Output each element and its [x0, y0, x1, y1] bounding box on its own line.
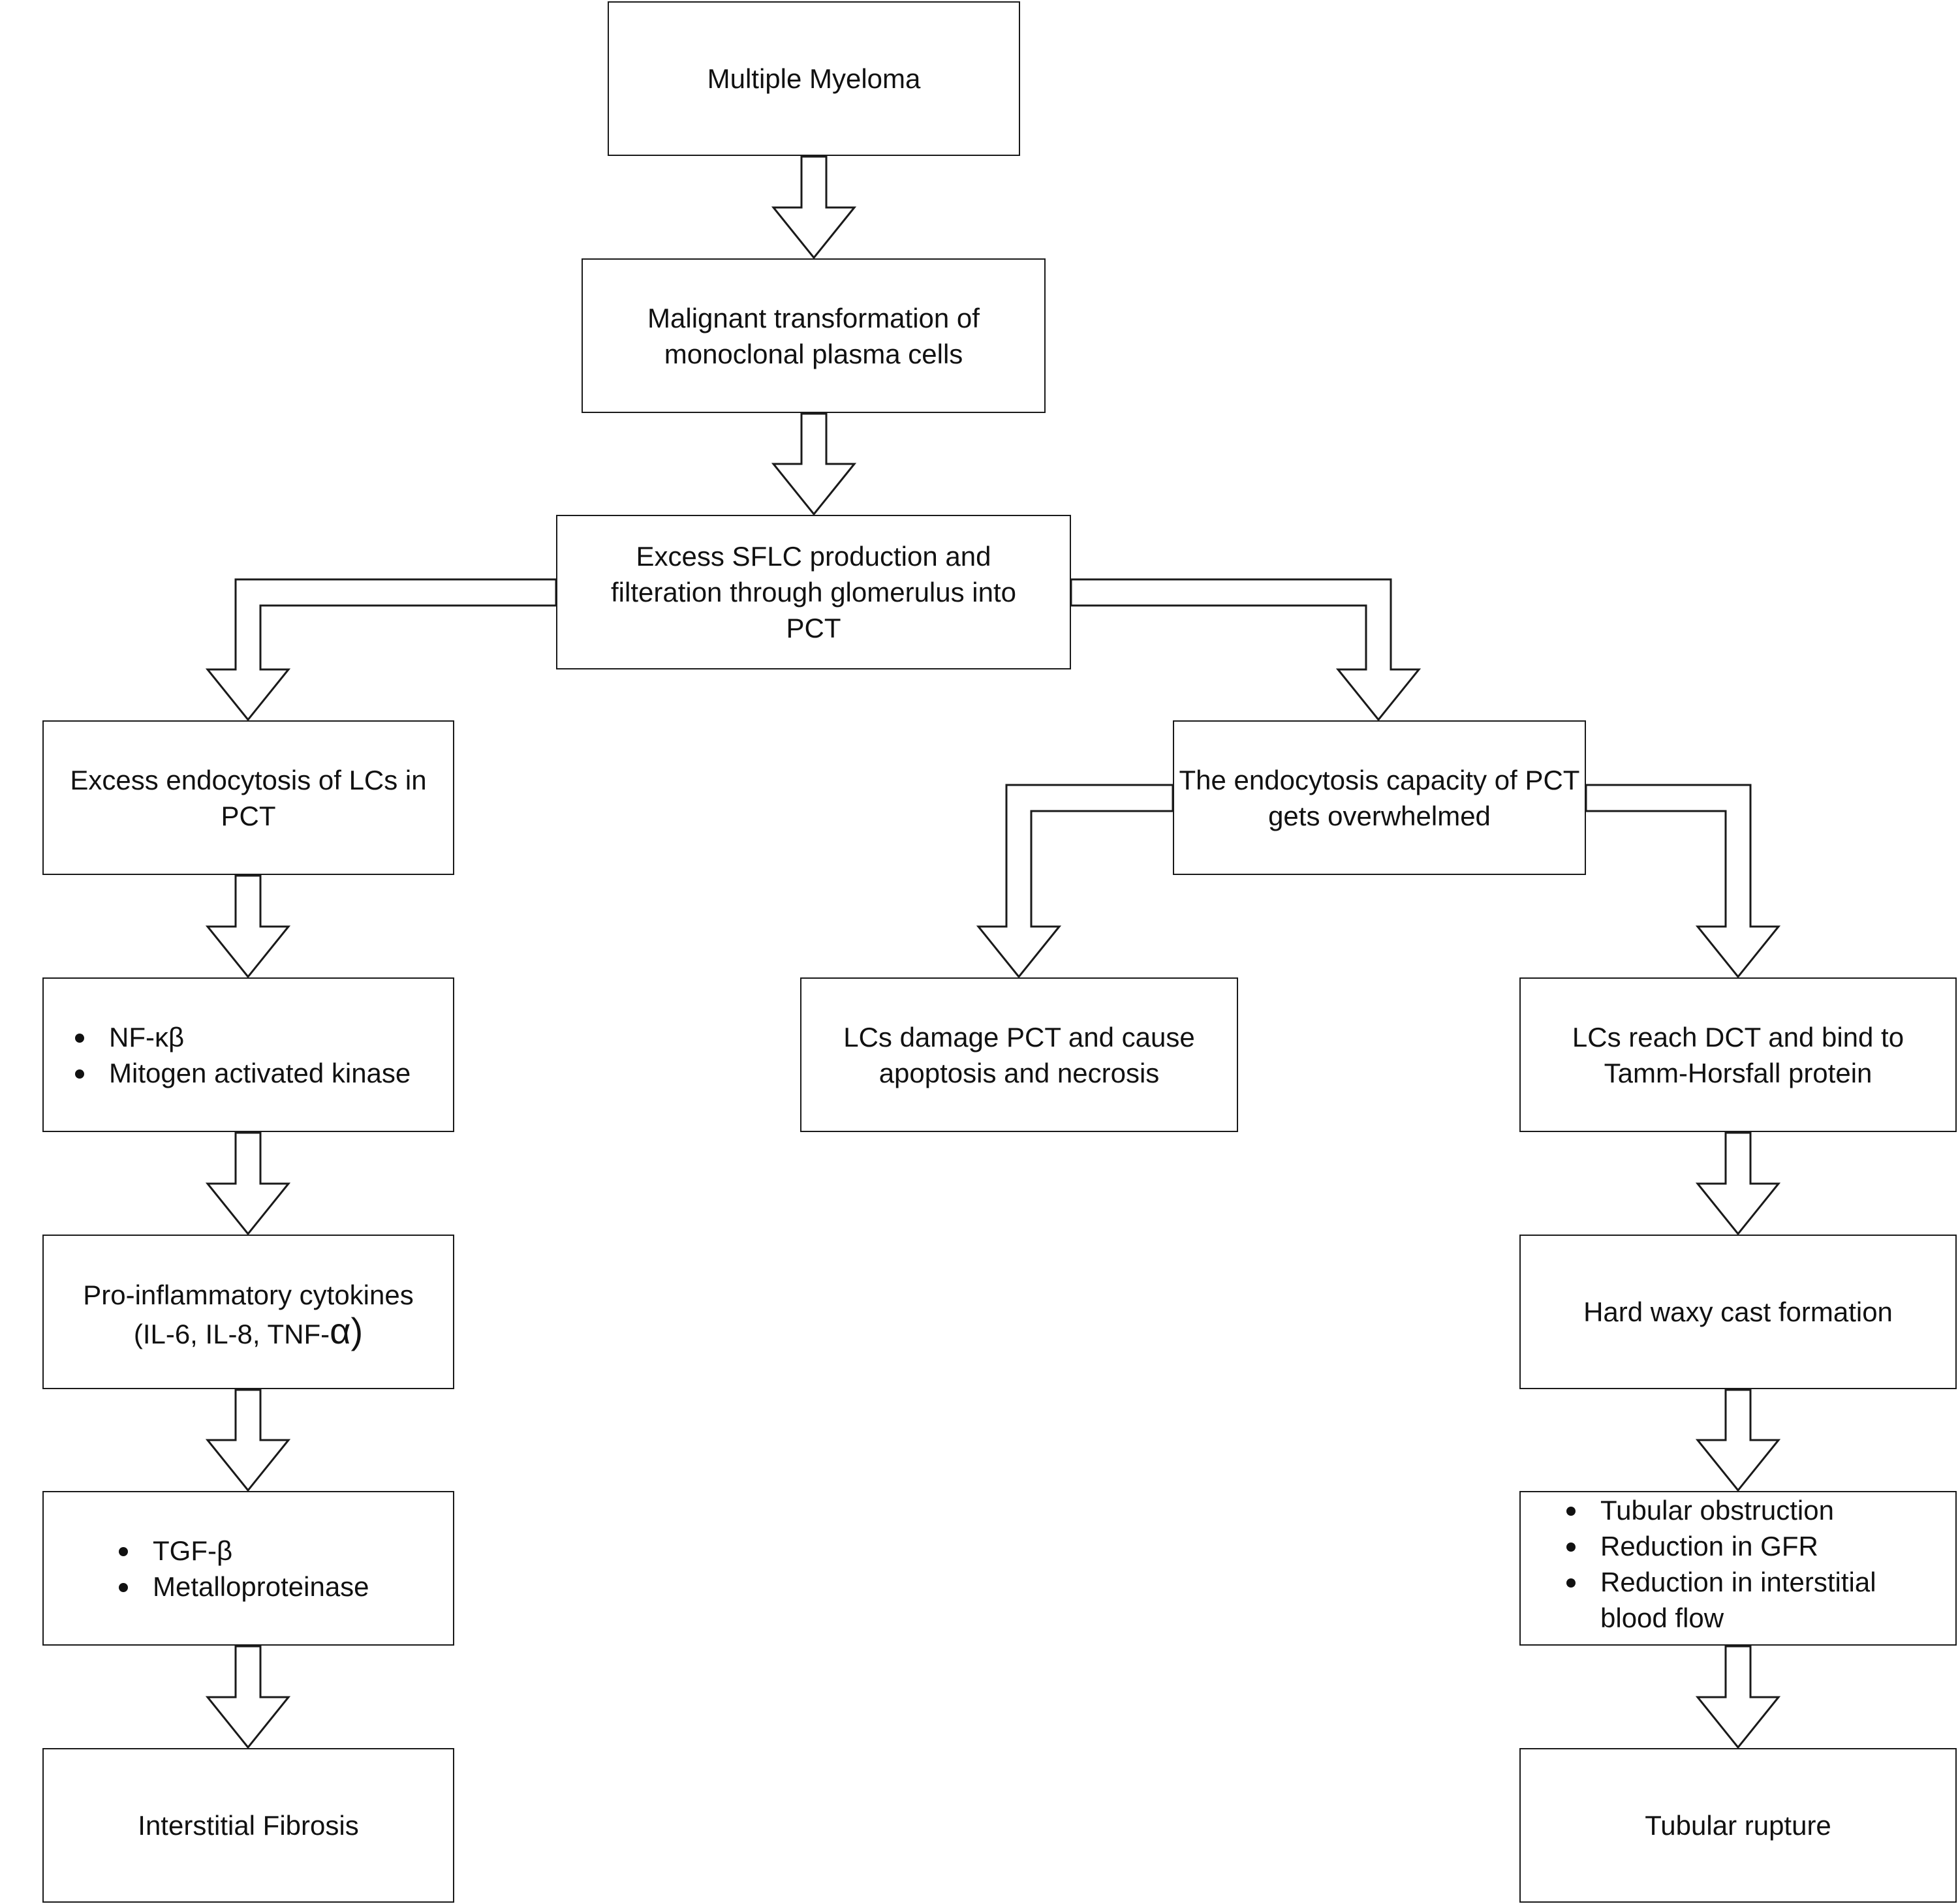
cytokines-line-2: (IL-6, IL-8, TNF-α)	[133, 1313, 363, 1350]
obstruction-item: Tubular obstruction	[1566, 1492, 1938, 1528]
arrow-cytokines-to-tgf	[205, 1389, 291, 1492]
arrow-obstruction-to-rupture	[1695, 1645, 1781, 1749]
node-multiple-myeloma: Multiple Myeloma	[608, 1, 1020, 156]
arrow-cast-to-obstruction	[1695, 1389, 1781, 1492]
cytokines-suffix: )	[350, 1310, 364, 1351]
arrow-myeloma-to-transformation	[771, 155, 857, 260]
capacity-overwhelmed-label: The endocytosis capacity of PCT gets ove…	[1179, 764, 1580, 831]
lc-damage-label: LCs damage PCT and cause apoptosis and n…	[843, 1021, 1195, 1088]
interstitial-fibrosis-label: Interstitial Fibrosis	[138, 1810, 359, 1841]
signaling-item: NF-κβ	[75, 1019, 449, 1055]
excess-sflc-label: Excess SFLC production and filteration t…	[610, 541, 1017, 643]
arrow-overwhelmed-to-dct	[1585, 784, 1781, 979]
node-malignant-transformation: Malignant transformation of monoclonal p…	[582, 258, 1046, 413]
tgf-item: Metalloproteinase	[119, 1569, 449, 1605]
arrow-dct-to-cast	[1695, 1131, 1781, 1236]
node-lc-damage: LCs damage PCT and cause apoptosis and n…	[800, 977, 1238, 1132]
arrow-signaling-to-cytokines	[205, 1131, 291, 1236]
obstruction-list: Tubular obstruction Reduction in GFR Red…	[1525, 1492, 1951, 1636]
obstruction-item: Reduction in interstitial blood flow	[1566, 1564, 1938, 1636]
arrow-endocytosis-to-signaling	[205, 874, 291, 979]
cast-formation-label: Hard waxy cast formation	[1583, 1297, 1893, 1327]
cytokines-line-1: Pro-inflammatory cytokines	[83, 1280, 414, 1310]
multiple-myeloma-label: Multiple Myeloma	[707, 63, 921, 94]
signaling-list: NF-κβ Mitogen activated kinase	[48, 1019, 449, 1091]
node-interstitial-fibrosis: Interstitial Fibrosis	[42, 1748, 454, 1903]
arrow-tgf-to-fibrosis	[205, 1645, 291, 1749]
malignant-transformation-label: Malignant transformation of monoclonal p…	[647, 302, 980, 369]
cytokines-prefix: (IL-6, IL-8, TNF-	[133, 1319, 330, 1349]
arrow-overwhelmed-to-damage	[976, 784, 1174, 979]
cytokines-label: Pro-inflammatory cytokines (IL-6, IL-8, …	[83, 1277, 413, 1352]
node-tgf: TGF-β Metalloproteinase	[42, 1491, 454, 1646]
node-excess-sflc: Excess SFLC production and filteration t…	[556, 515, 1071, 669]
node-excess-endocytosis: Excess endocytosis of LCs in PCT	[42, 720, 454, 875]
tubular-rupture-label: Tubular rupture	[1645, 1810, 1831, 1841]
arrow-sflc-to-overwhelmed	[1070, 578, 1422, 722]
node-obstruction: Tubular obstruction Reduction in GFR Red…	[1519, 1491, 1957, 1646]
obstruction-item: Reduction in GFR	[1566, 1528, 1938, 1564]
node-cytokines: Pro-inflammatory cytokines (IL-6, IL-8, …	[42, 1235, 454, 1389]
node-signaling: NF-κβ Mitogen activated kinase	[42, 977, 454, 1132]
arrow-transformation-to-sflc	[771, 412, 857, 516]
signaling-item: Mitogen activated kinase	[75, 1055, 449, 1091]
alpha-symbol: α	[330, 1310, 351, 1351]
node-capacity-overwhelmed: The endocytosis capacity of PCT gets ove…	[1173, 720, 1586, 875]
node-lc-reach-dct: LCs reach DCT and bind to Tamm-Horsfall …	[1519, 977, 1957, 1132]
tgf-item: TGF-β	[119, 1533, 449, 1569]
node-tubular-rupture: Tubular rupture	[1519, 1748, 1957, 1903]
lc-reach-dct-label: LCs reach DCT and bind to Tamm-Horsfall …	[1572, 1021, 1904, 1088]
node-cast-formation: Hard waxy cast formation	[1519, 1235, 1957, 1389]
tgf-list: TGF-β Metalloproteinase	[48, 1533, 449, 1605]
excess-endocytosis-label: Excess endocytosis of LCs in PCT	[70, 764, 427, 831]
arrow-sflc-to-endocytosis	[205, 578, 557, 722]
